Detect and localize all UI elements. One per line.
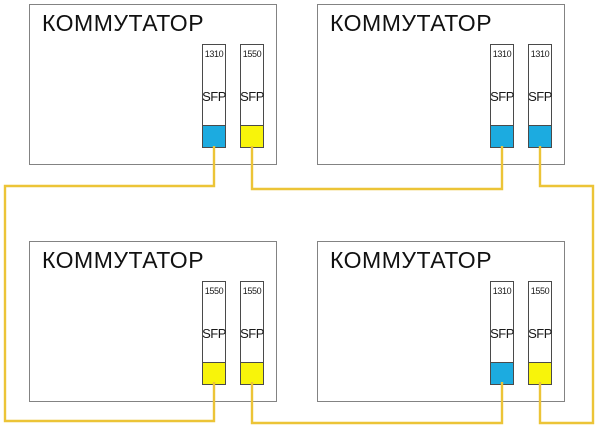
sfp-wavelength-label: 1550 <box>242 49 262 59</box>
sfp-connector-port <box>202 125 226 148</box>
sfp-connector-port <box>240 125 264 148</box>
sfp-wavelength-label: 1310 <box>530 49 550 59</box>
sfp-type-label: SFP <box>240 89 264 104</box>
switch-top-right: КОММУТАТОР 1310 SFP 1310 SFP <box>317 4 565 165</box>
sfp-type-label: SFP <box>202 89 226 104</box>
sfp-type-label: SFP <box>528 89 552 104</box>
sfp-wavelength-label: 1550 <box>242 286 262 296</box>
switch-label: КОММУТАТОР <box>42 247 205 273</box>
sfp-connector-port <box>490 362 514 385</box>
sfp-wavelength-label: 1550 <box>530 286 550 296</box>
sfp-module: 1550 SFP <box>240 281 264 385</box>
sfp-connector-port <box>528 362 552 385</box>
sfp-connector-port <box>490 125 514 148</box>
sfp-module: 1550 SFP <box>528 281 552 385</box>
sfp-type-label: SFP <box>490 89 514 104</box>
switch-bottom-right: КОММУТАТОР 1310 SFP 1550 SFP <box>317 241 565 402</box>
sfp-type-label: SFP <box>528 326 552 341</box>
sfp-module: 1310 SFP <box>490 281 514 385</box>
sfp-connector-port <box>202 362 226 385</box>
sfp-module: 1550 SFP <box>202 281 226 385</box>
sfp-wavelength-label: 1310 <box>492 49 512 59</box>
switch-bottom-left: КОММУТАТОР 1550 SFP 1550 SFP <box>29 241 277 402</box>
sfp-wavelength-label: 1310 <box>492 286 512 296</box>
sfp-wavelength-label: 1550 <box>204 286 224 296</box>
sfp-type-label: SFP <box>490 326 514 341</box>
switch-label: КОММУТАТОР <box>330 247 493 273</box>
sfp-module: 1310 SFP <box>528 44 552 148</box>
sfp-module: 1310 SFP <box>490 44 514 148</box>
sfp-module: 1550 SFP <box>240 44 264 148</box>
sfp-type-label: SFP <box>202 326 226 341</box>
sfp-connector-port <box>240 362 264 385</box>
sfp-wavelength-label: 1310 <box>204 49 224 59</box>
sfp-type-label: SFP <box>240 326 264 341</box>
sfp-module: 1310 SFP <box>202 44 226 148</box>
switch-top-left: КОММУТАТОР 1310 SFP 1550 SFP <box>29 4 277 165</box>
switch-label: КОММУТАТОР <box>330 10 493 36</box>
switch-label: КОММУТАТОР <box>42 10 205 36</box>
sfp-connector-port <box>528 125 552 148</box>
